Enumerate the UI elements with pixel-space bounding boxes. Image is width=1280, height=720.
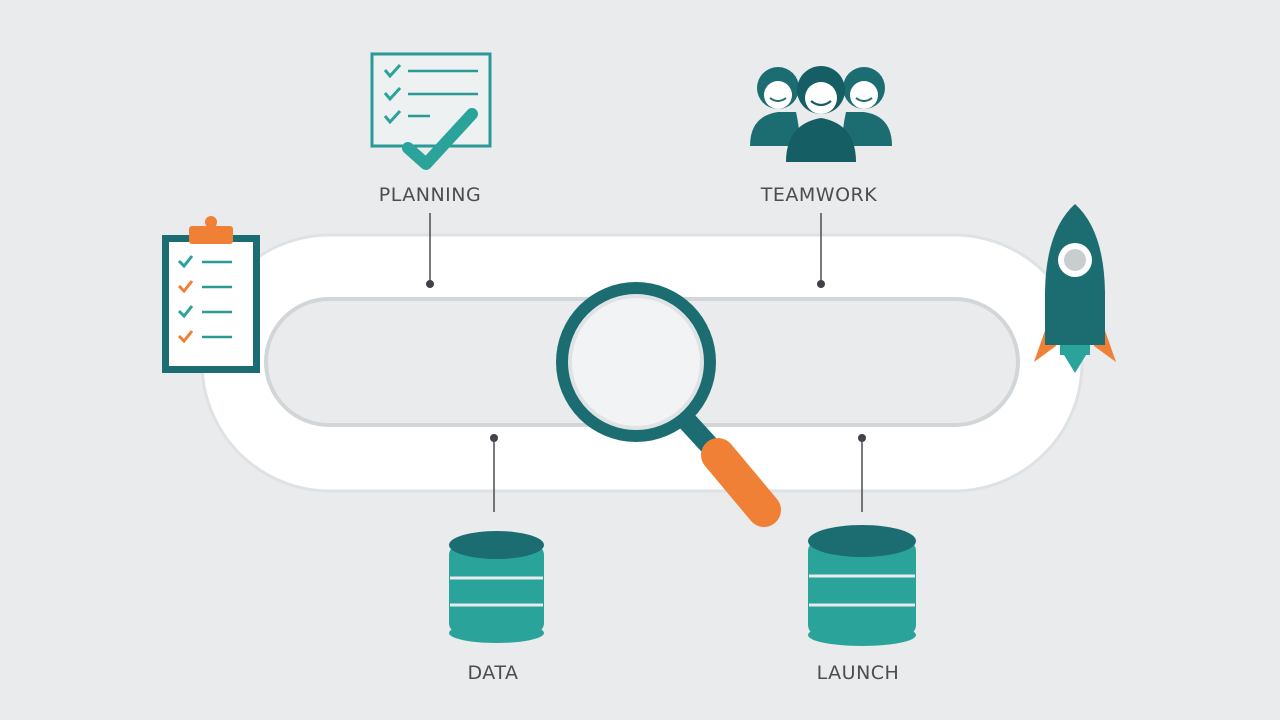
connector-planning [426,213,434,288]
connector-launch [858,434,866,512]
team-icon [750,66,892,162]
connector-data [490,434,498,512]
clipboard-icon [162,216,260,373]
database-icon [449,531,544,643]
rocket-icon [1034,204,1116,373]
label-data: DATA [467,662,519,684]
label-planning: PLANNING [378,184,482,206]
connector-teamwork [817,213,825,288]
label-teamwork: TEAMWORK [760,184,878,206]
label-launch: LAUNCH [816,662,900,684]
database-icon [808,525,916,646]
checklist-icon [370,52,492,170]
magnifier-icon [556,282,781,527]
